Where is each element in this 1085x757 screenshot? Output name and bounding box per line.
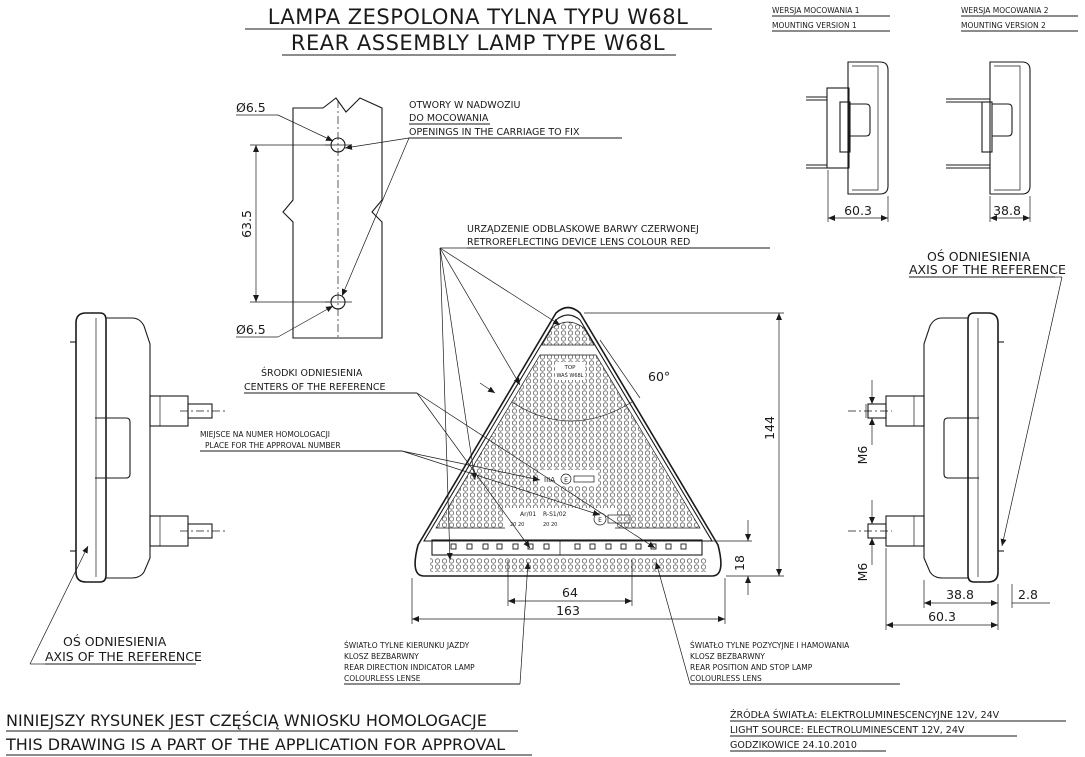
side-dim-60-3: 60.3	[928, 609, 956, 624]
position-label-pl-2: KLOSZ BEZBARWNY	[690, 652, 765, 661]
reflector-label-en: RETROREFLECTING DEVICE LENS COLOUR RED	[467, 237, 690, 248]
hole-diameter-bottom: Ø6.5	[236, 322, 266, 337]
position-label: ŚWIATŁO TYLNE POZYCYJNE I HAMOWANIA KLOS…	[654, 561, 900, 685]
indicator-label-pl-1: ŚWIATŁO TYLNE KIERUNKU JAZDY	[344, 641, 470, 650]
mounting-v2-label-pl: WERSJA MOCOWANIA 2	[961, 6, 1049, 15]
drawing-title: LAMPA ZESPOLONA TYLNA TYPU W68L REAR ASS…	[245, 5, 712, 56]
axis-right-pl: OŚ ODNIESIENIA	[927, 249, 1031, 264]
strip-18: 18	[732, 555, 747, 571]
mark-iiia: IIIA	[544, 476, 555, 484]
position-label-en-1: REAR POSITION AND STOP LAMP	[690, 663, 813, 672]
axis-left-pl: OŚ ODNIESIENIA	[63, 634, 167, 649]
lamp-front-view: TOP WAŚ W68L IIIA E Ar/01 R-S1/02 20 20 …	[411, 306, 784, 624]
width-163: 163	[556, 603, 580, 618]
footer-note: NINIEJSZY RYSUNEK JEST CZĘŚCIĄ WNIOSKU H…	[5, 711, 532, 756]
mounting-v1-depth: 60.3	[844, 203, 872, 218]
hole-diameter-top: Ø6.5	[236, 100, 266, 115]
position-label-pl-1: ŚWIATŁO TYLNE POZYCYJNE I HAMOWANIA	[690, 641, 850, 650]
centers-label-pl: ŚRODKI ODNIESIENIA	[261, 367, 363, 379]
mounting-version-2: WERSJA MOCOWANIA 2 MOUNTING VERSION 2 38…	[946, 6, 1078, 222]
centers-label: ŚRODKI ODNIESIENIA CENTERS OF THE REFERE…	[244, 367, 656, 549]
mark-codes-3: 20 20	[510, 522, 524, 528]
mounting-v2-depth: 38.8	[993, 203, 1021, 218]
indicator-label: ŚWIATŁO TYLNE KIERUNKU JAZDY KLOSZ BEZBA…	[344, 561, 531, 685]
reflector-label-pl: URZĄDZENIE ODBLASKOWE BARWY CZERWONEJ	[467, 224, 699, 235]
side-dim-38-8: 38.8	[946, 587, 974, 602]
mounting-holes-detail: 63.5 Ø6.5 Ø6.5 OTWORY W NADWOZIU DO MOCO…	[236, 97, 622, 340]
title-line-en: REAR ASSEMBLY LAMP TYPE W68L	[291, 31, 665, 55]
thread-m6-bottom: M6	[855, 563, 870, 582]
centers-label-en: CENTERS OF THE REFERENCE	[244, 382, 386, 393]
axis-right-en: AXIS OF THE REFERENCE	[909, 262, 1066, 277]
lamp-side-view-right: M6 M6 38.8 2.8 60.3 OŚ ODNIESIENIA AXIS …	[848, 249, 1066, 630]
indicator-label-pl-2: KLOSZ BEZBARWNY	[344, 652, 419, 661]
mark-model: WAŚ W68L	[557, 372, 584, 379]
light-source-note: ŹRÓDŁA ŚWIATŁA: ELEKTROLUMINESCENCYJNE 1…	[730, 709, 1066, 752]
approval-label: MIEJSCE NA NUMER HOMOLOGACJI PLACE FOR T…	[200, 430, 601, 516]
indicator-label-en-1: REAR DIRECTION INDICATOR LAMP	[344, 663, 475, 672]
light-source-pl: ŹRÓDŁA ŚWIATŁA: ELEKTROLUMINESCENCYJNE 1…	[730, 709, 1000, 721]
position-label-en-2: COLOURLESS LENS	[690, 674, 762, 683]
holes-note-en: OPENINGS IN THE CARRIAGE TO FIX	[409, 127, 580, 138]
axis-left-en: AXIS OF THE REFERENCE	[45, 649, 202, 664]
mounting-version-1: WERSJA MOCOWANIA 1 MOUNTING VERSION 1 60…	[772, 6, 890, 222]
mark-codes-1: Ar/01	[520, 511, 536, 518]
footer-note-pl: NINIEJSZY RYSUNEK JEST CZĘŚCIĄ WNIOSKU H…	[6, 711, 487, 730]
indicator-label-en-2: COLOURLESS LENSE	[344, 674, 421, 683]
angle-label: 60°	[648, 369, 670, 384]
mark-codes-2: R-S1/02	[543, 511, 567, 518]
mark-e2-circle: E	[598, 517, 602, 524]
mounting-v1-label-pl: WERSJA MOCOWANIA 1	[772, 6, 860, 15]
mounting-v1-label-en: MOUNTING VERSION 1	[772, 21, 857, 30]
inner-width-64: 64	[562, 585, 578, 600]
title-line-pl: LAMPA ZESPOLONA TYLNA TYPU W68L	[268, 5, 689, 29]
led-row	[450, 541, 687, 555]
side-dim-2-8: 2.8	[1018, 587, 1038, 602]
place-date: GODZIKOWICE 24.10.2010	[730, 740, 857, 751]
approval-label-pl: MIEJSCE NA NUMER HOMOLOGACJI	[200, 430, 330, 439]
mark-top: TOP	[563, 365, 576, 371]
holes-note-pl-1: OTWORY W NADWOZIU	[409, 100, 520, 111]
holes-note-pl-2: DO MOCOWANIA	[409, 113, 489, 124]
holes-spacing: 63.5	[239, 210, 254, 238]
mark-codes-4: 20 20	[543, 522, 557, 528]
mark-e-circle: E	[564, 477, 568, 484]
lamp-side-view-left: OŚ ODNIESIENIA AXIS OF THE REFERENCE	[29, 312, 225, 665]
approval-label-en: PLACE FOR THE APPROVAL NUMBER	[205, 441, 341, 450]
light-source-en: LIGHT SOURCE: ELECTROLUMINESCENT 12V, 24…	[730, 725, 965, 736]
height-144: 144	[762, 416, 777, 440]
thread-m6-top: M6	[855, 446, 870, 465]
mounting-v2-label-en: MOUNTING VERSION 2	[961, 21, 1046, 30]
footer-note-en: THIS DRAWING IS A PART OF THE APPLICATIO…	[5, 735, 505, 754]
reflector-label: URZĄDZENIE ODBLASKOWE BARWY CZERWONEJ RE…	[439, 224, 770, 561]
